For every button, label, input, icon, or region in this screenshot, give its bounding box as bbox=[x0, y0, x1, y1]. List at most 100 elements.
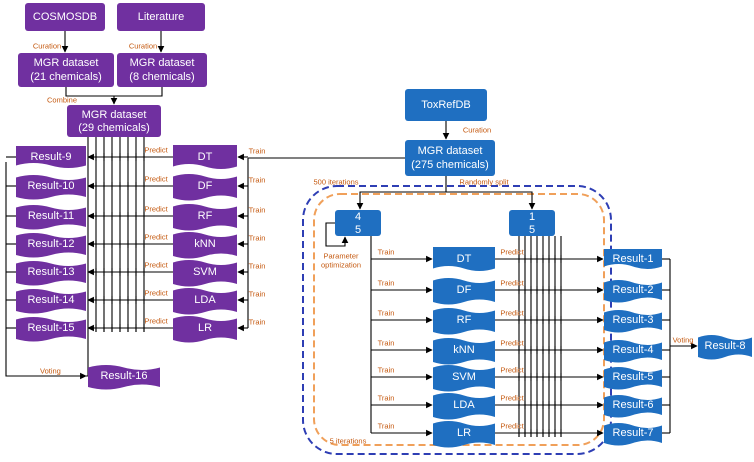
right-model-df bbox=[433, 278, 495, 305]
combine-bracket bbox=[65, 87, 163, 97]
diagram-nodes bbox=[16, 3, 752, 448]
source-literature-label: Literature bbox=[138, 11, 184, 23]
right-result-4 bbox=[604, 340, 662, 363]
connector-lines bbox=[5, 31, 698, 437]
left-model-dt bbox=[173, 145, 237, 169]
edge-label-parameter: Parameter bbox=[323, 252, 359, 261]
edge-label-predict: Predict bbox=[144, 289, 168, 298]
right-result-label: Result-2 bbox=[613, 284, 654, 296]
left-model-label: LR bbox=[198, 322, 212, 334]
right-result-2 bbox=[604, 280, 662, 303]
right-result-5 bbox=[604, 367, 662, 390]
edge-label-predict: Predict bbox=[144, 205, 168, 214]
right-model-dt bbox=[433, 247, 495, 271]
edge-label-curation-right: Curation bbox=[129, 42, 157, 51]
left-result-label: Result-9 bbox=[31, 151, 72, 163]
left-model-lr bbox=[173, 316, 237, 343]
right-result-label: Result-3 bbox=[613, 314, 654, 326]
mgr-21-count: (21 chemicals) bbox=[30, 71, 102, 83]
left-result-label: Result-14 bbox=[27, 294, 74, 306]
split-to-test bbox=[446, 191, 536, 210]
edge-label-randomly-split: Randomly split bbox=[459, 178, 509, 187]
edge-label-predict-right: Predict bbox=[500, 309, 524, 318]
right-result-8-label: Result-8 bbox=[705, 340, 746, 352]
right-model-label: SVM bbox=[452, 371, 476, 383]
left-result-11 bbox=[16, 205, 86, 230]
left-result-9 bbox=[16, 146, 86, 168]
left-result-15 bbox=[16, 317, 86, 342]
mgr-dataset-8 bbox=[117, 53, 207, 87]
left-model-knn bbox=[173, 232, 237, 259]
param-opt-loop bbox=[325, 222, 349, 247]
edge-label-train: Train bbox=[249, 290, 266, 299]
edge-label-train-right: Train bbox=[378, 394, 395, 403]
edge-label-train: Train bbox=[249, 234, 266, 243]
right-model-lda bbox=[433, 393, 495, 420]
left-model-rf bbox=[173, 204, 237, 231]
left-model-label: kNN bbox=[194, 238, 215, 250]
edge-label-predict-right: Predict bbox=[500, 422, 524, 431]
edge-label-5-iterations: 5 iterations bbox=[330, 437, 367, 446]
left-result-label: Result-11 bbox=[28, 210, 74, 222]
edge-label-train-right: Train bbox=[378, 279, 395, 288]
edge-label-train-right: Train bbox=[378, 366, 395, 375]
edge-label-voting-right: Voting bbox=[673, 336, 694, 345]
edge-label-predict: Predict bbox=[144, 146, 168, 155]
right-model-lr bbox=[433, 421, 495, 448]
split-to-train bbox=[356, 176, 447, 210]
right-result-6 bbox=[604, 395, 662, 418]
edge-label-predict: Predict bbox=[144, 261, 168, 270]
edge-label-predict-right: Predict bbox=[500, 248, 524, 257]
mgr-21-title: MGR dataset bbox=[34, 57, 99, 69]
left-model-label: DF bbox=[198, 180, 213, 192]
right-model-knn bbox=[433, 338, 495, 365]
edge-label-500-iterations: 500 iterations bbox=[313, 178, 358, 187]
mgr-dataset-21 bbox=[18, 53, 114, 87]
edge-label-predict-right: Predict bbox=[500, 339, 524, 348]
right-result-label: Result-5 bbox=[613, 371, 654, 383]
edge-label-predict: Predict bbox=[144, 317, 168, 326]
edge-label-optimization: optimization bbox=[321, 261, 361, 270]
edge-label-predict: Predict bbox=[144, 175, 168, 184]
left-result-14 bbox=[16, 289, 86, 314]
edge-label-voting-left: Voting bbox=[40, 367, 61, 376]
edge-label-combine: Combine bbox=[47, 96, 77, 105]
left-result-10 bbox=[16, 175, 86, 200]
left-model-label: LDA bbox=[194, 294, 216, 306]
left-model-df bbox=[173, 174, 237, 201]
right-model-label: LDA bbox=[453, 399, 475, 411]
fraction-train-den: 5 bbox=[355, 224, 361, 236]
source-toxrefdb bbox=[405, 89, 487, 121]
left-result-label: Result-13 bbox=[27, 266, 74, 278]
right-result-label: Result-1 bbox=[613, 253, 654, 265]
edge-label-train: Train bbox=[249, 176, 266, 185]
mgr-dataset-29 bbox=[67, 105, 161, 137]
test-fraction-box bbox=[509, 210, 555, 236]
edge-label-train: Train bbox=[249, 262, 266, 271]
left-model-lda bbox=[173, 288, 237, 315]
right-result-7 bbox=[604, 423, 662, 446]
left-result-label: Result-12 bbox=[27, 238, 74, 250]
edge-label-predict-right: Predict bbox=[500, 279, 524, 288]
right-result-label: Result-6 bbox=[613, 399, 654, 411]
edge-label-curation-tox: Curation bbox=[463, 126, 491, 135]
edge-label-train-right: Train bbox=[378, 422, 395, 431]
left-model-label: DT bbox=[198, 151, 213, 163]
mgr-dataset-275 bbox=[405, 140, 495, 176]
edge-label-curation-left: Curation bbox=[33, 42, 61, 51]
right-result-label: Result-4 bbox=[613, 344, 654, 356]
left-result-13 bbox=[16, 261, 86, 286]
right-model-label: RF bbox=[457, 314, 472, 326]
outer-loop-500-iterations bbox=[302, 185, 612, 455]
left-model-svm bbox=[173, 260, 237, 287]
left-model-label: RF bbox=[198, 210, 213, 222]
edge-label-train: Train bbox=[249, 206, 266, 215]
right-result-3 bbox=[604, 310, 662, 333]
source-literature bbox=[117, 3, 205, 31]
left-result-16 bbox=[88, 365, 160, 390]
edge-label-train-right: Train bbox=[378, 309, 395, 318]
left-model-label: SVM bbox=[193, 266, 217, 278]
train-fraction-box bbox=[335, 210, 381, 236]
